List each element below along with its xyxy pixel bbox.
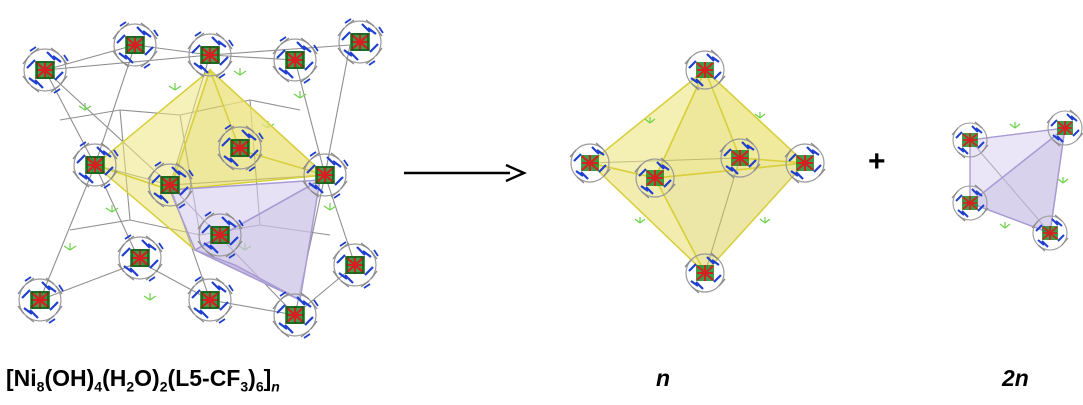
- octahedron-count-label: n: [656, 365, 671, 391]
- right-arrow-icon: [402, 160, 527, 186]
- framework-formula-label: [Ni8(OH)4(H2O)2(L5-CF3)6]n: [6, 365, 280, 395]
- tetrahedron-cage: [168, 178, 321, 302]
- cage-fluorine-groups: [634, 112, 771, 224]
- framework-svg: [16, 17, 385, 340]
- tetrahedron-svg: [951, 109, 1083, 252]
- octahedron-cage: [93, 67, 327, 251]
- framework-structure: [0, 0, 395, 340]
- tetrahedral-cage: [935, 98, 1083, 263]
- tetrahedron-faces: [968, 126, 1068, 235]
- tetrahedron-count-label: 2n: [1002, 365, 1029, 391]
- plus-sign: +: [868, 145, 886, 178]
- octahedral-cage: [555, 48, 855, 316]
- tetra-fluorine-groups: [999, 122, 1069, 229]
- octahedron-faces: [587, 68, 808, 275]
- octahedron-svg: [568, 48, 827, 295]
